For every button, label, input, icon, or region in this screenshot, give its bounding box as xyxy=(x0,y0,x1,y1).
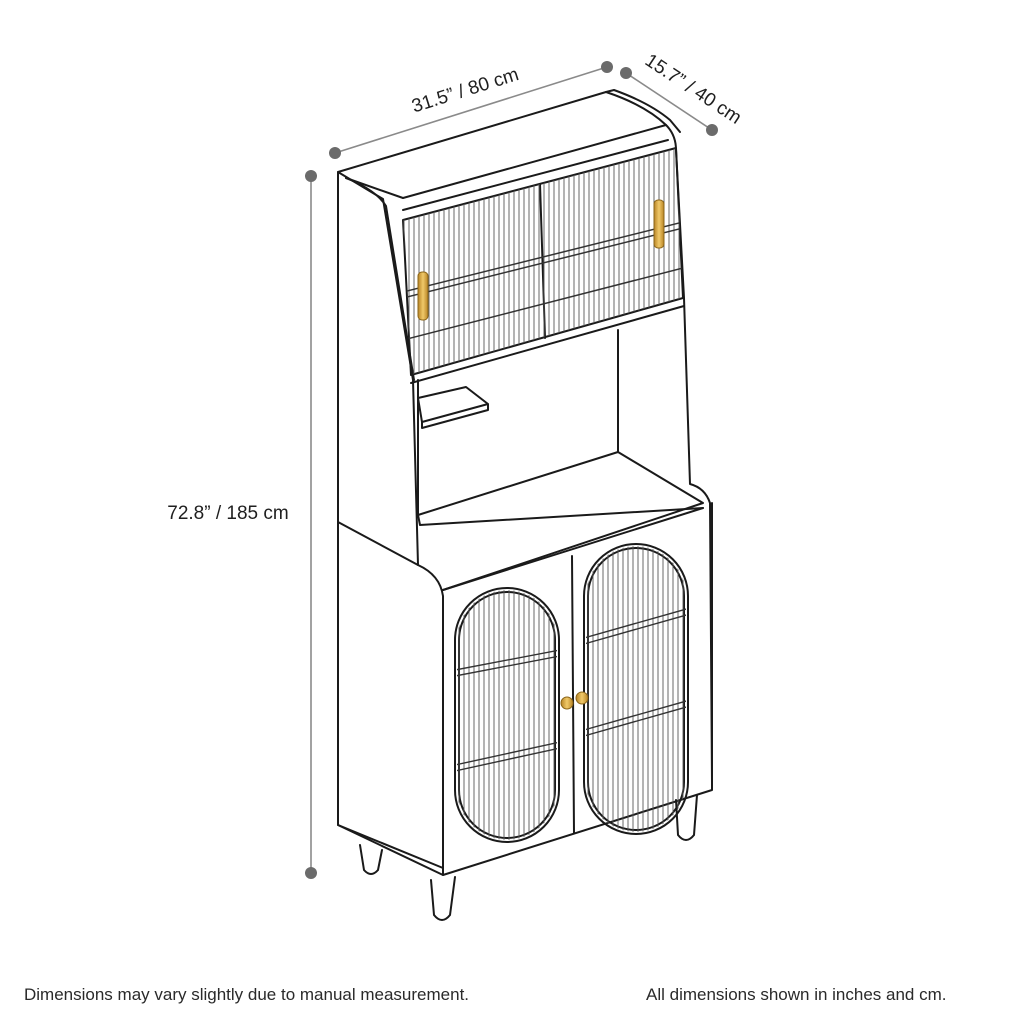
base-cabinet-bottom-shadow xyxy=(337,824,444,869)
depth-end-dot xyxy=(706,124,718,136)
top-fluted-glass xyxy=(403,148,680,375)
base-cabinet-front-outline xyxy=(417,502,713,876)
dimension-endpoints xyxy=(305,61,718,879)
right-door-knob-icon xyxy=(575,691,589,705)
lower-door-center-gap xyxy=(571,555,575,834)
right-arched-glass xyxy=(587,547,685,831)
top-right-handle-icon xyxy=(653,199,665,249)
width-start-dot xyxy=(329,147,341,159)
top-door-upper-rail xyxy=(402,139,669,211)
dimension-lines xyxy=(310,66,713,873)
depth-dimension-line xyxy=(625,72,713,131)
left-arched-door-frame xyxy=(454,587,560,843)
top-inner-shelves xyxy=(403,221,683,341)
base-cabinet-left-side xyxy=(337,521,444,876)
hutch-right-side xyxy=(665,124,713,784)
width-end-dot xyxy=(601,61,613,73)
left-door-inner-shelves xyxy=(457,649,557,772)
left-door-knob-icon xyxy=(560,696,574,710)
right-door-inner-shelves xyxy=(586,607,686,737)
leg-front-left xyxy=(430,876,456,921)
height-label: 72.8” / 185 cm xyxy=(167,503,288,524)
top-door-lower-rail xyxy=(410,305,685,384)
hutch-left-front-edge xyxy=(345,177,415,381)
width-dimension-line xyxy=(334,66,608,154)
height-end-dot xyxy=(305,867,317,879)
cabinet-top-surface xyxy=(337,89,681,173)
height-start-dot xyxy=(305,170,317,182)
hutch-left-side-panel xyxy=(337,171,419,566)
middle-shelf-floor xyxy=(417,451,704,591)
right-arched-door-frame xyxy=(583,543,689,835)
width-label: 31.5” / 80 cm xyxy=(409,64,521,117)
base-cabinet-top-edge xyxy=(442,507,704,591)
top-left-handle-icon xyxy=(417,271,429,321)
small-floating-shelf xyxy=(417,386,489,429)
cabinet xyxy=(337,89,713,921)
hardware xyxy=(417,199,665,710)
top-glass-door-frame xyxy=(402,147,684,376)
right-fluted-glass xyxy=(587,546,684,832)
measurement-disclaimer: Dimensions may vary slightly due to manu… xyxy=(24,985,470,1004)
leg-front-right xyxy=(675,794,698,841)
depth-start-dot xyxy=(620,67,632,79)
leg-back-left xyxy=(359,844,383,875)
middle-shelf-front-lip xyxy=(417,507,704,526)
left-arched-glass xyxy=(458,591,556,839)
left-fluted-glass xyxy=(458,590,555,840)
units-note: All dimensions shown in inches and cm. xyxy=(646,985,947,1004)
